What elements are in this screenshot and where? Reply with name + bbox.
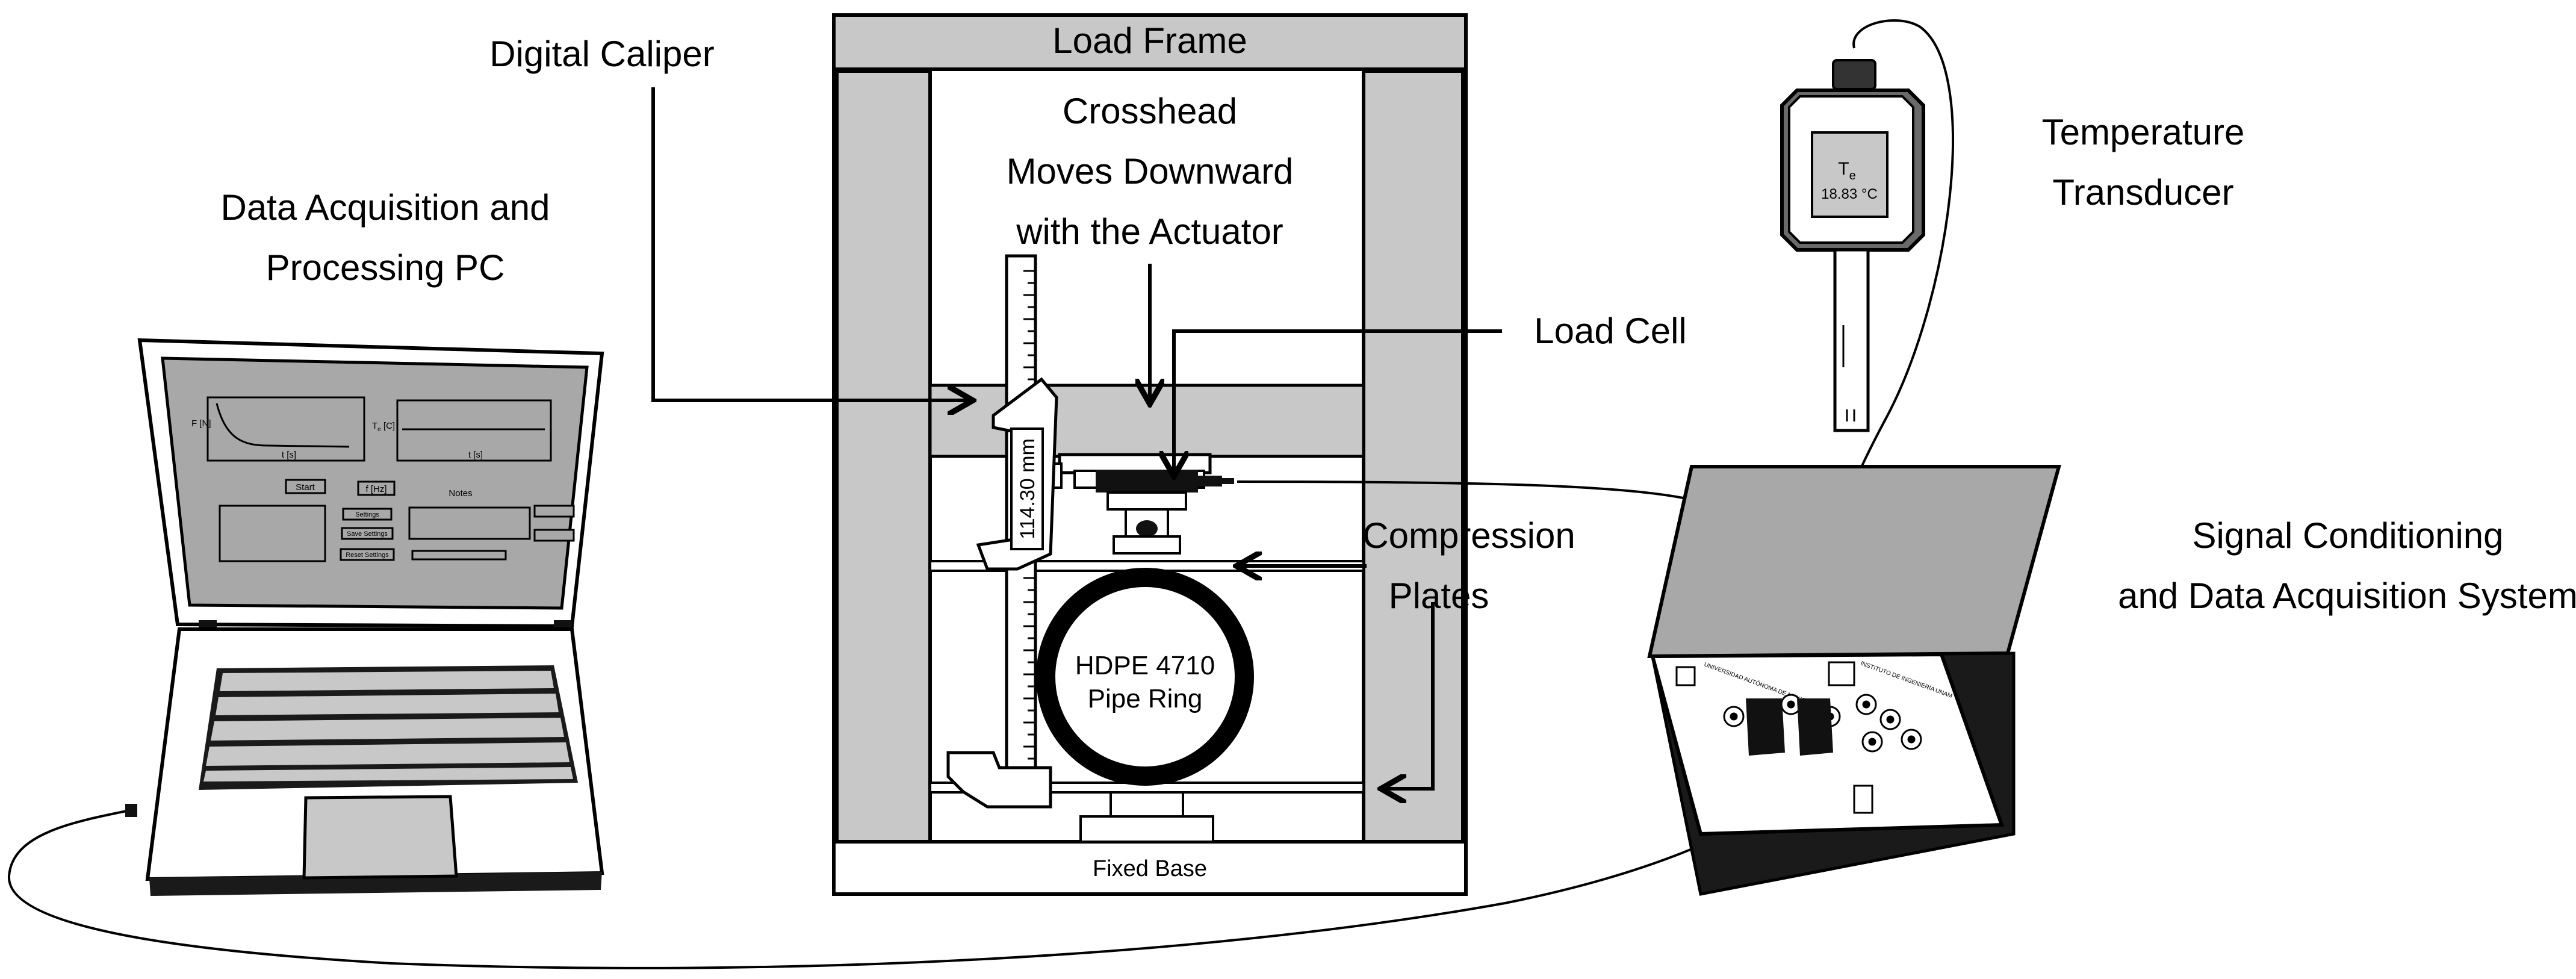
daq-connectors bbox=[1723, 694, 1922, 753]
load-cell bbox=[1096, 470, 1198, 493]
right-column bbox=[1362, 69, 1465, 844]
temperature-plot bbox=[396, 399, 552, 462]
daq-software-ui: F [N] t [s] Te [C] t [s] Start f [Hz] No… bbox=[191, 396, 575, 562]
laptop-base-edge bbox=[149, 872, 602, 896]
daq-plug-2 bbox=[1797, 698, 1833, 756]
caliper-reading: 114.30 mm bbox=[1016, 438, 1039, 539]
force-plot bbox=[206, 396, 365, 462]
pipe-ring-label-line2: Pipe Ring bbox=[1088, 684, 1203, 713]
pc-label-line2: Processing PC bbox=[266, 247, 505, 288]
signal-label-line2: and Data Acquisition System bbox=[2118, 576, 2576, 616]
compression-label-line1: Compression bbox=[1362, 515, 1575, 556]
side-field-2[interactable] bbox=[533, 529, 575, 542]
ii-logo bbox=[1828, 661, 1855, 686]
daq-box: UNIVERSIDAD AUTÓNOMA DE MÉXICO INSTITUTO… bbox=[1647, 465, 2061, 896]
notes-field[interactable] bbox=[408, 506, 531, 540]
daq-lid bbox=[1647, 465, 2061, 659]
frequency-button[interactable] bbox=[357, 480, 396, 496]
temperature-plot-yunit: [C] bbox=[381, 421, 395, 431]
lower-plate-arrow bbox=[1385, 602, 1435, 789]
start-button[interactable] bbox=[285, 479, 326, 494]
settings-button-label: Settings bbox=[355, 511, 379, 518]
transducer-reading: 18.83 °C bbox=[1821, 186, 1878, 202]
info-panel bbox=[219, 505, 326, 562]
start-button-label: Start bbox=[296, 482, 315, 493]
digital-caliper-arrow bbox=[651, 87, 969, 400]
temperature-plot-ylabel: T bbox=[372, 421, 377, 431]
reset-settings-button-label: Reset Settings bbox=[346, 552, 389, 559]
pc-label-line1: Data Acquisition and bbox=[220, 187, 550, 228]
digital-caliper-label: Digital Caliper bbox=[489, 34, 714, 74]
frequency-button-label: f [Hz] bbox=[365, 484, 386, 494]
fixed-base-label: Fixed Base bbox=[1093, 856, 1207, 881]
unam-logo bbox=[1675, 666, 1696, 686]
crosshead-label-line1: Crosshead bbox=[1063, 91, 1237, 131]
pipe-ring-label-line1: HDPE 4710 bbox=[1075, 651, 1215, 680]
laptop-touchpad bbox=[302, 795, 458, 880]
transducer-display bbox=[1811, 131, 1889, 218]
load-frame-label: Load Frame bbox=[1052, 20, 1247, 61]
load-cell-arrow bbox=[1174, 329, 1502, 473]
progress-field bbox=[411, 550, 507, 561]
compression-label-line2: Plates bbox=[1389, 576, 1489, 616]
pipe-ring: HDPE 4710 Pipe Ring bbox=[1036, 568, 1254, 786]
temperature-plot-ysub: e bbox=[377, 426, 381, 433]
temperature-transducer: Te 18.83 °C bbox=[1780, 59, 1925, 432]
settings-button[interactable] bbox=[342, 508, 393, 521]
temperature-plot-xlabel: t [s] bbox=[468, 450, 483, 460]
usb-port bbox=[1853, 785, 1873, 814]
transducer-subscript: e bbox=[1849, 169, 1856, 182]
svg-text:Te: Te bbox=[1838, 159, 1855, 182]
temperature-label-line1: Temperature bbox=[2042, 112, 2245, 152]
load-cell-label: Load Cell bbox=[1534, 311, 1687, 351]
crosshead-label-line2: Moves Downward bbox=[1007, 151, 1294, 191]
signal-label-line1: Signal Conditioning bbox=[2192, 515, 2503, 556]
left-column bbox=[835, 69, 932, 844]
force-plot-ylabel: F [N] bbox=[191, 418, 211, 429]
svg-text:Te [C]: Te [C] bbox=[372, 421, 395, 433]
save-settings-button-label: Save Settings bbox=[347, 530, 388, 538]
temperature-label-line2: Transducer bbox=[2052, 172, 2233, 213]
reset-settings-button[interactable] bbox=[340, 548, 395, 561]
daq-plug-1 bbox=[1746, 698, 1785, 756]
force-plot-xlabel: t [s] bbox=[282, 450, 296, 460]
notes-label: Notes bbox=[448, 488, 472, 499]
crosshead-label-line3: with the Actuator bbox=[1016, 211, 1283, 252]
digital-caliper: 114.30 mm bbox=[946, 254, 1058, 809]
force-plot-curve bbox=[216, 403, 350, 448]
transducer-probe bbox=[1833, 248, 1870, 432]
save-settings-button[interactable] bbox=[341, 527, 394, 540]
side-field-1[interactable] bbox=[533, 505, 575, 518]
transducer-symbol: T bbox=[1838, 159, 1849, 179]
